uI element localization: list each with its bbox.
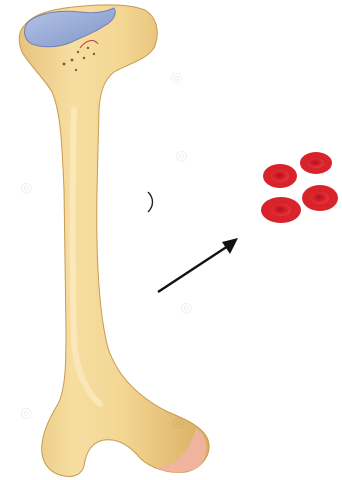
foramen-dot — [63, 63, 66, 66]
foramen-dot — [71, 59, 74, 62]
red-blood-cell — [263, 164, 297, 188]
foramen-dot — [75, 69, 77, 71]
femur-shaft — [19, 5, 209, 477]
red-blood-cell — [302, 185, 338, 211]
red-blood-cells — [261, 152, 338, 223]
arrow-to-cells — [158, 238, 238, 292]
femur-bone — [19, 5, 209, 477]
red-blood-cell — [300, 152, 332, 174]
foramen-dot — [83, 57, 85, 59]
red-blood-cell — [261, 197, 301, 223]
foramen-dot — [87, 47, 89, 49]
foramen-dot — [93, 53, 95, 55]
foramen-dot — [77, 51, 79, 53]
small-mark — [148, 192, 153, 212]
